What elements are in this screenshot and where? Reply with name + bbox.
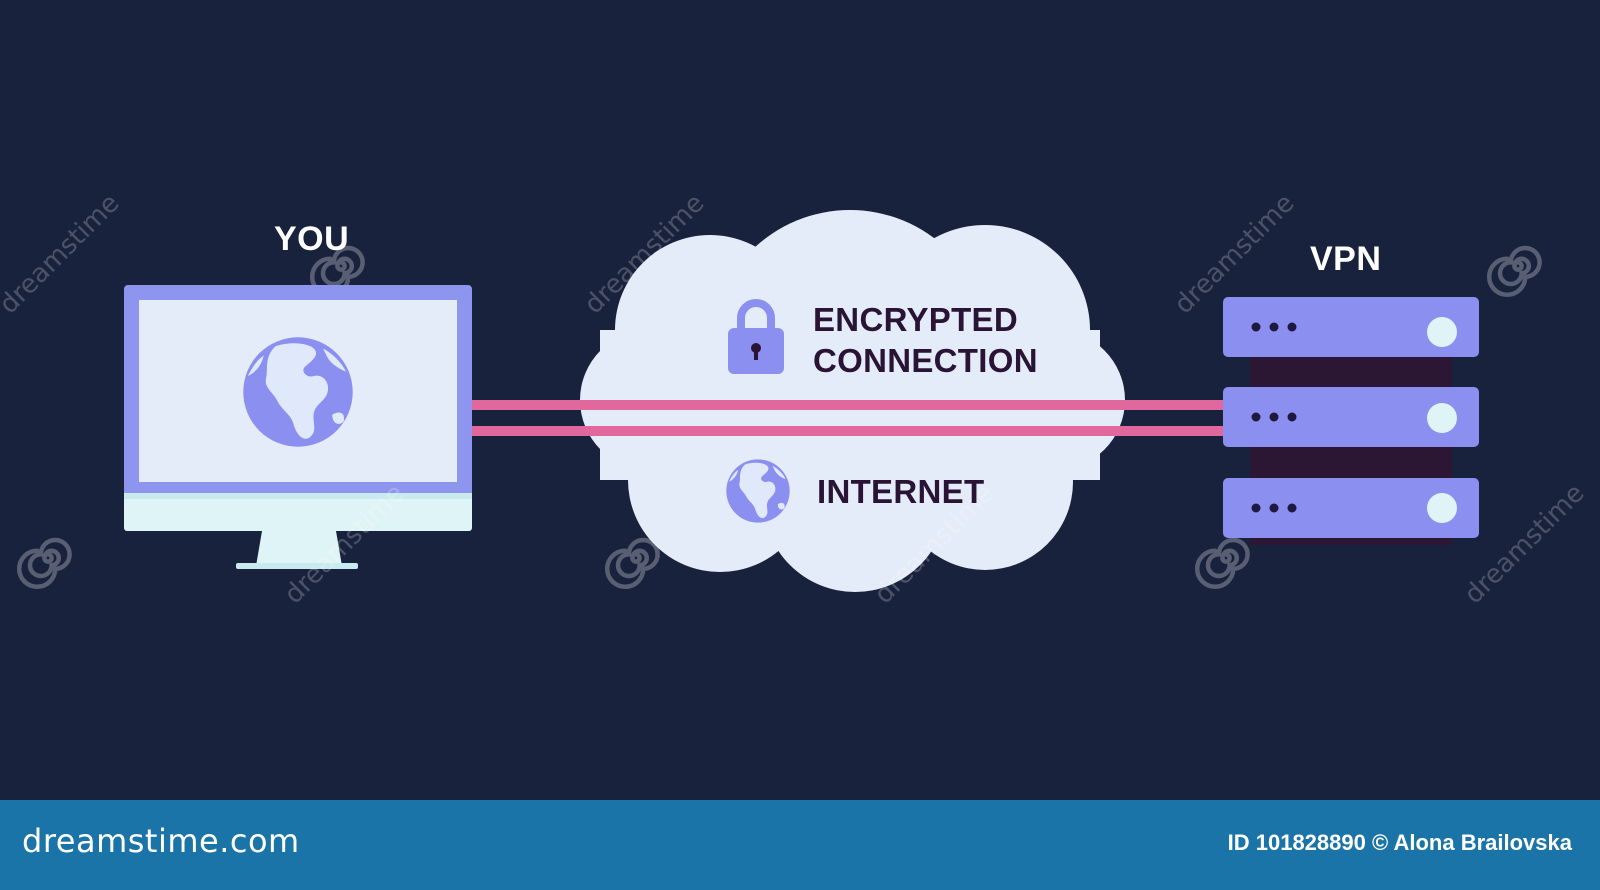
server-rack-icon <box>1223 297 1479 545</box>
diagram-svg <box>0 210 1600 592</box>
server-unit <box>1223 297 1479 357</box>
footer-brand: dreamstime.com <box>22 822 300 860</box>
connection-label: CONNECTION <box>813 342 1038 379</box>
spiral-icon <box>1489 248 1539 295</box>
spiral-icon <box>1197 540 1247 587</box>
padlock-icon <box>728 299 784 374</box>
globe-icon <box>243 337 353 447</box>
spiral-icon <box>607 540 657 587</box>
encrypted-label: ENCRYPTED <box>813 301 1019 338</box>
monitor-icon <box>124 285 472 569</box>
encrypted-tunnel <box>472 400 1228 436</box>
spiral-icon <box>19 540 69 587</box>
tunnel-line <box>472 426 1228 436</box>
footer-credit: ID 101828890 © Alona Brailovska <box>1227 830 1572 855</box>
tunnel-line <box>472 400 1228 410</box>
server-unit <box>1223 387 1479 447</box>
vpn-label: VPN <box>1310 240 1382 278</box>
internet-label: INTERNET <box>817 473 985 510</box>
you-label: YOU <box>274 220 350 258</box>
server-unit <box>1223 478 1479 538</box>
globe-icon <box>726 459 790 523</box>
footer-bar: dreamstime.com ID 101828890 © Alona Brai… <box>0 800 1600 890</box>
diagram-canvas: dreamstime dreamstime dreamstime dreamst… <box>0 188 1600 610</box>
